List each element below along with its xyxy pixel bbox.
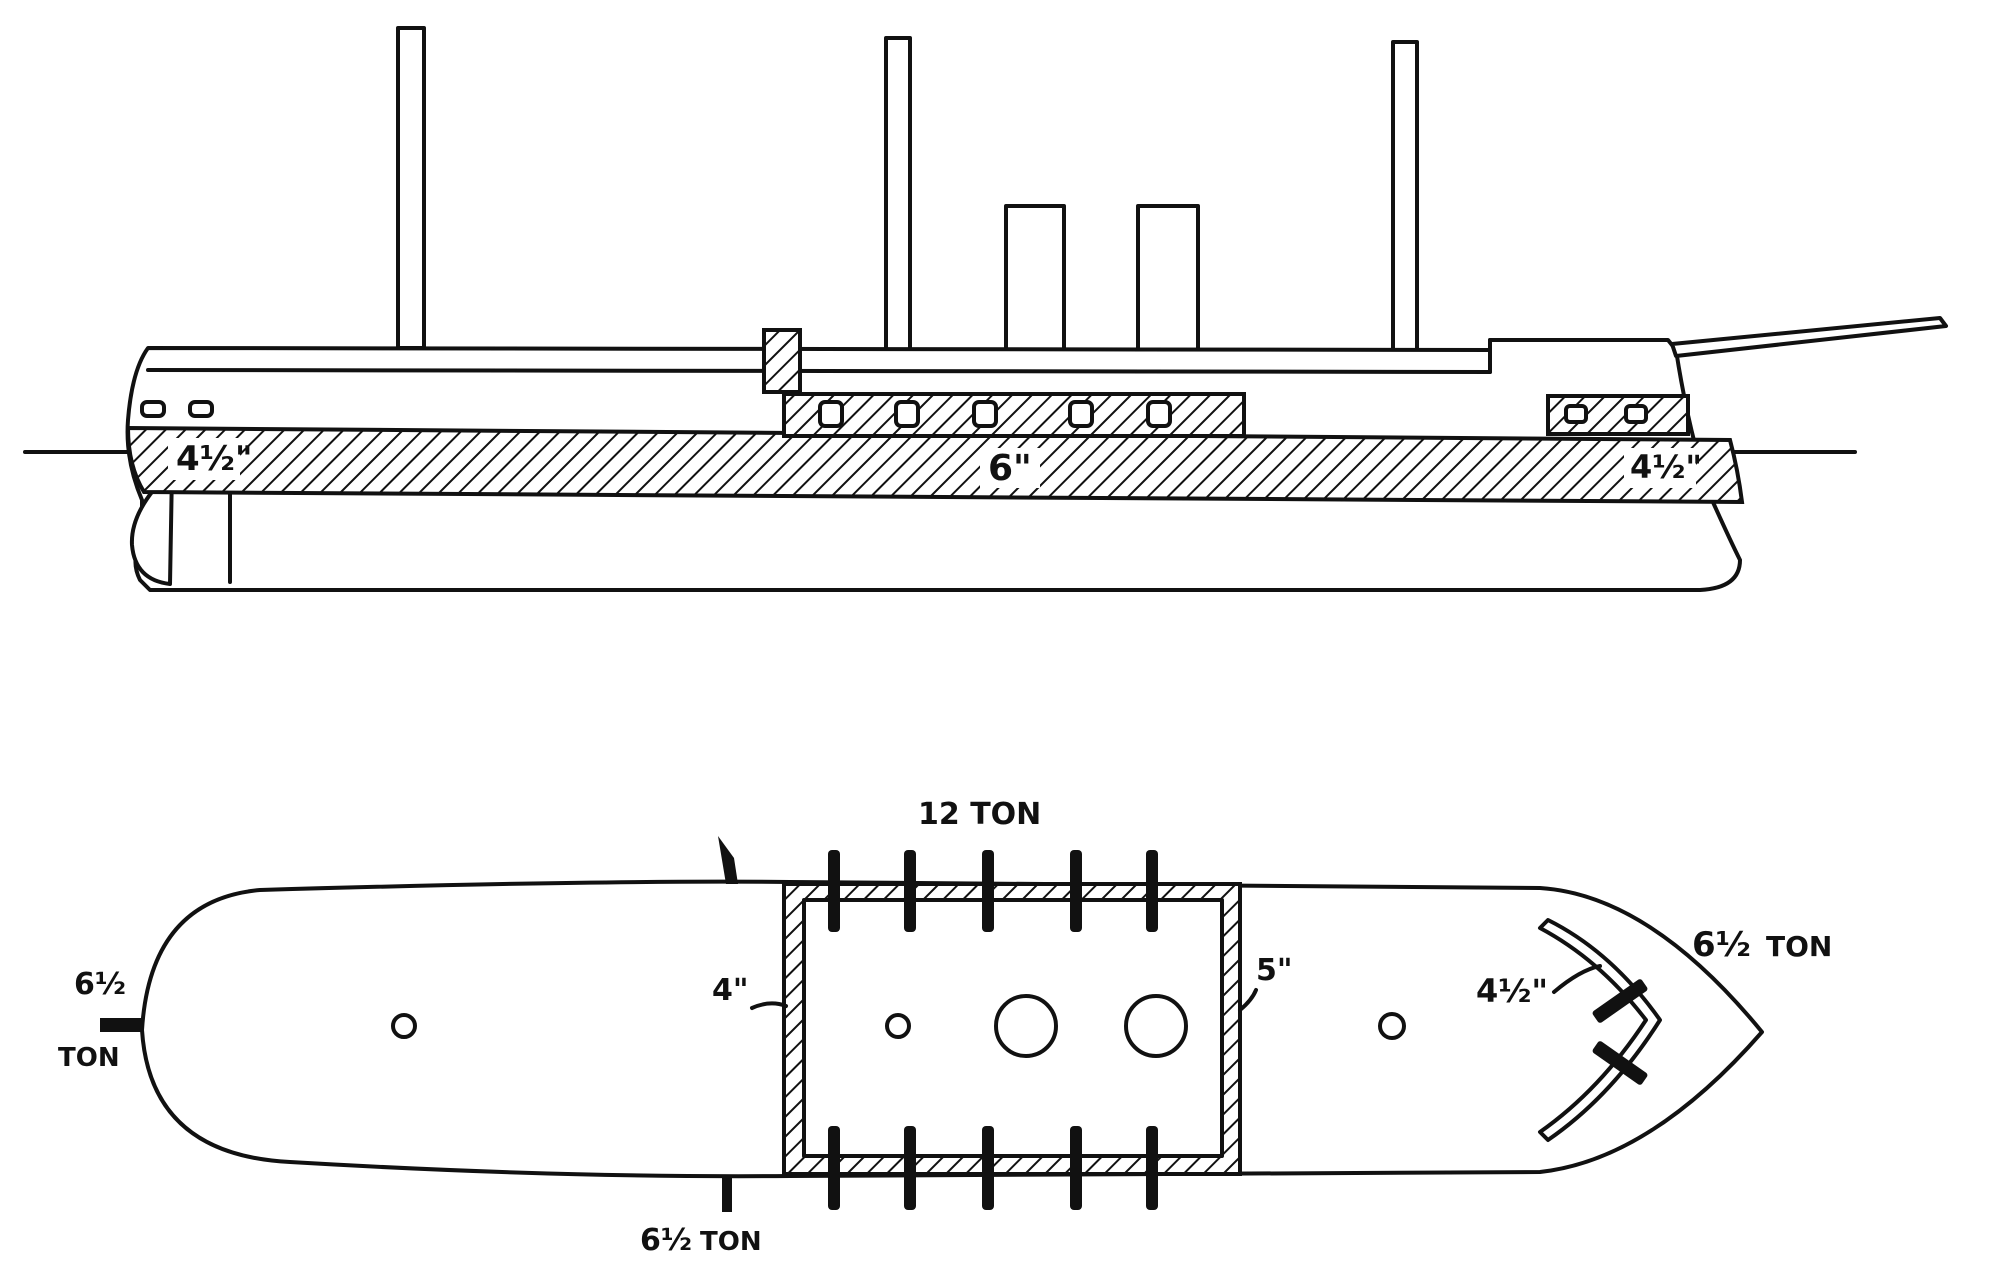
gun-barrel — [904, 1126, 916, 1210]
gun-barrel — [1070, 850, 1082, 932]
stern-gun-value-label: 6½ — [74, 967, 126, 1002]
bow-gun-upper — [1592, 979, 1648, 1023]
gun-barrel — [982, 850, 994, 932]
central-battery — [782, 392, 1246, 438]
deck-plan-view: 12 TON 6½ TON 6½ TON 6½ TON 4" 5" 4½" — [58, 797, 1832, 1258]
bow-gun-unit-label: TON — [1766, 930, 1832, 963]
funnel-aft — [1004, 204, 1066, 354]
quarter-gun-bottom — [722, 1176, 732, 1212]
mast-main — [884, 36, 912, 352]
funnel-aft-plan — [994, 994, 1058, 1058]
battery-aft-armor-label: 4" — [712, 973, 749, 1008]
gunport — [1146, 400, 1172, 428]
stern-port — [140, 400, 166, 418]
funnel-fore-plan — [1124, 994, 1188, 1058]
bow-gun-lower — [1592, 1041, 1648, 1085]
broadside-guns-top — [828, 850, 1158, 932]
gun-barrel — [828, 1126, 840, 1210]
gunport — [818, 400, 844, 428]
mast-main-plan — [885, 1013, 911, 1039]
main-belt-label: 6" — [988, 448, 1032, 489]
leader-battery-fwd — [1238, 988, 1258, 1012]
bowsprit — [1670, 316, 1948, 358]
bow-gun-value-label: 6½ — [1692, 925, 1751, 965]
gunport — [894, 400, 920, 428]
gunport — [1068, 400, 1094, 428]
conning-tower — [762, 328, 802, 394]
profile-armor-labels: 4½" 6" 4½" — [168, 438, 1702, 489]
mast-fore-plan — [1378, 1012, 1406, 1040]
mast-aft — [396, 26, 426, 350]
quarter-gun-top — [718, 836, 738, 884]
broadside-guns-bottom — [828, 1126, 1158, 1210]
stern-belt-label: 4½" — [176, 439, 253, 479]
gun-barrel — [1146, 1126, 1158, 1210]
leader-battery-aft — [750, 1001, 788, 1010]
bow-belt-label: 4½" — [1630, 448, 1702, 486]
leader-bow-bulkhead — [1552, 964, 1602, 994]
funnel-fore — [1136, 204, 1200, 354]
mast-fore — [1391, 40, 1419, 352]
mast-aft-plan — [391, 1013, 417, 1039]
battery-fwd-armor-label: 5" — [1256, 953, 1293, 988]
broadside-gun-label: 12 TON — [918, 797, 1041, 832]
side-profile-view: 4½" 6" 4½" — [23, 26, 1948, 592]
armor-belt — [125, 425, 1745, 505]
stern-chaser-gun — [100, 1018, 142, 1032]
stern-gun-unit-label: TON — [58, 1043, 120, 1073]
gun-barrel — [828, 850, 840, 932]
stern-port — [188, 400, 214, 418]
gunport — [972, 400, 998, 428]
gunport — [1564, 404, 1588, 424]
bow-bulkhead-armor-label: 4½" — [1476, 972, 1548, 1010]
gun-barrel — [1070, 1126, 1082, 1210]
deck-sheer-line — [146, 368, 1492, 374]
gun-barrel — [904, 850, 916, 932]
battery-gunports — [818, 400, 1172, 428]
gun-barrel — [982, 1126, 994, 1210]
bottom-gun-value-label: 6½ — [640, 1223, 692, 1258]
gun-barrel — [1146, 850, 1158, 932]
bottom-gun-unit-label: TON — [700, 1227, 762, 1257]
gunport — [1624, 404, 1648, 424]
